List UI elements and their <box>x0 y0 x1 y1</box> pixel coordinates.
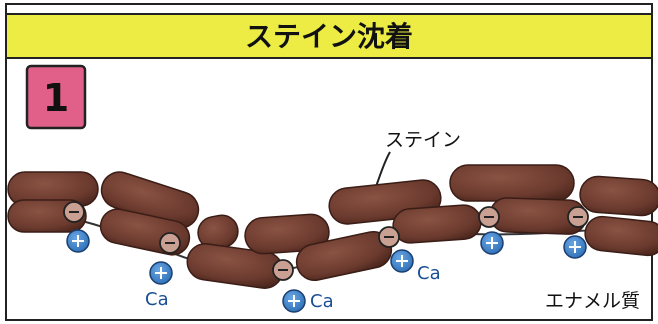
panel-number-badge: 1 <box>25 64 87 130</box>
stain-particle <box>584 215 658 257</box>
diagram-title: ステイン沈着 <box>245 20 413 53</box>
calcium-label: Ca <box>417 263 441 284</box>
calcium-ions <box>66 229 587 313</box>
title-band: ステイン沈着 <box>6 13 652 59</box>
negative-charges <box>63 201 589 281</box>
minus-icon <box>63 201 85 223</box>
minus-icon <box>378 226 400 248</box>
plus-icon <box>480 231 504 255</box>
panel-number: 1 <box>43 76 69 120</box>
calcium-label: Ca <box>145 289 169 310</box>
plus-icon <box>66 229 90 253</box>
plus-icon <box>149 261 173 285</box>
minus-icon <box>478 206 500 228</box>
calcium-label: Ca <box>310 291 334 312</box>
enamel-label: エナメル質 <box>545 290 640 312</box>
plus-icon <box>563 235 587 259</box>
stain-particles <box>7 164 658 289</box>
stain-particle <box>579 175 658 217</box>
plus-icon <box>390 249 414 273</box>
stain-particle <box>392 204 482 244</box>
minus-icon <box>159 232 181 254</box>
minus-icon <box>272 259 294 281</box>
minus-icon <box>567 206 589 228</box>
stain-particle <box>449 164 575 202</box>
plus-icon <box>282 289 306 313</box>
stain-particle <box>244 213 330 255</box>
stain-label: ステイン <box>385 129 461 151</box>
